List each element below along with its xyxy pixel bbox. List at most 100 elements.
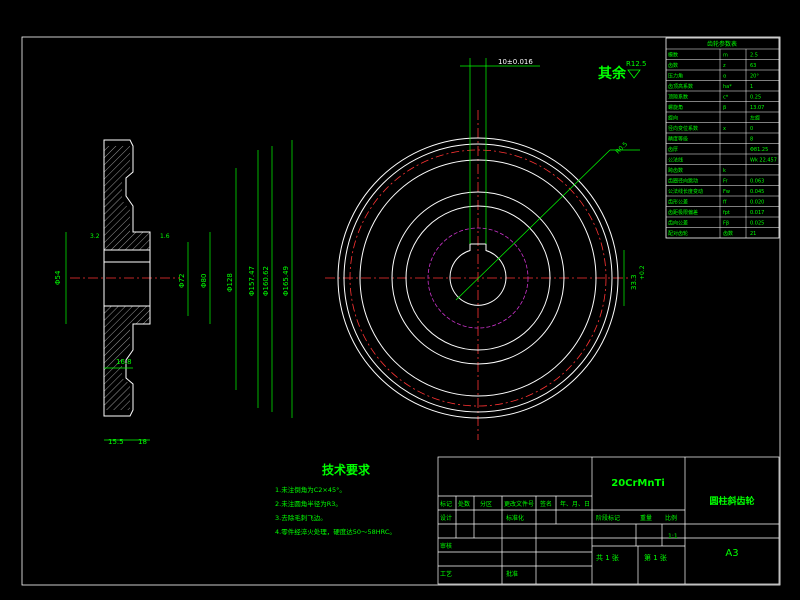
param-name: 螺旋角 — [668, 104, 683, 111]
process-label: 工艺 — [440, 570, 452, 578]
tech-req-item-1: 1.未注倒角为C2×45°。 — [275, 485, 346, 494]
param-symbol: ha* — [723, 84, 732, 90]
tech-req-title: 技术要求 — [322, 462, 371, 477]
param-name: 旋向 — [668, 115, 678, 122]
outer-circle-2 — [343, 143, 613, 413]
param-name: 齿向公差 — [668, 220, 688, 227]
tech-req-item-4: 4.零件经淬火处理，硬度达50～58HRC。 — [275, 527, 396, 536]
dim-d3: Φ128 — [226, 273, 234, 292]
param-name: 公法线 — [668, 157, 683, 164]
bore-with-keyway — [449, 243, 507, 306]
sheet-total: 共 1 张 — [596, 553, 619, 562]
tip-circle — [337, 137, 619, 419]
header-cell-1: 标记 — [440, 500, 452, 508]
param-symbol: α — [723, 74, 727, 80]
dim-keyway-width: 10±0.016 — [498, 58, 533, 66]
review-label: 审核 — [440, 542, 452, 550]
param-symbol: Fr — [723, 179, 729, 185]
param-name: 径向变位系数 — [668, 125, 698, 132]
title-block — [437, 456, 780, 585]
outer-frame — [21, 36, 781, 586]
header-cell-2: 处数 — [458, 500, 470, 508]
param-value: 2.5 — [750, 53, 758, 59]
dim-thickness-b: 18 — [138, 438, 147, 446]
dim-roughness-a: 3.2 — [90, 233, 100, 240]
param-value: 0.045 — [750, 189, 764, 195]
param-name: 跨齿数 — [668, 167, 683, 174]
roughness-value: R12.5 — [626, 60, 646, 68]
scale-label: 比例 — [665, 514, 677, 522]
dim-d6: Φ165.49 — [282, 266, 290, 296]
section-hatch-upper — [104, 146, 150, 250]
root-circle — [359, 159, 597, 397]
param-symbol: ff — [723, 200, 727, 206]
parameter-table-title: 齿轮参数表 — [707, 40, 737, 48]
param-symbol: β — [723, 105, 726, 111]
scale-value: 1:1 — [668, 533, 678, 540]
param-value: 0.020 — [750, 200, 764, 206]
param-value: 63 — [750, 63, 756, 69]
tech-req-item-2: 2.未注圆角半径为R3。 — [275, 499, 342, 508]
param-name: 齿厚 — [668, 147, 678, 153]
param-name: 齿距极限偏差 — [668, 209, 698, 216]
dim-d5: Φ160.62 — [262, 266, 270, 296]
roughness-label: 其余 — [598, 65, 627, 82]
section-view — [70, 139, 180, 417]
design-label: 设计 — [440, 514, 452, 522]
param-value: 0 — [750, 126, 753, 132]
sheet-no: 第 1 张 — [644, 553, 667, 562]
param-name: 公法线长度变动 — [668, 188, 703, 195]
header-cell-4: 更改文件号 — [504, 500, 534, 508]
section-dimensions — [65, 140, 293, 441]
param-value: 21 — [750, 231, 756, 237]
param-name: 齿数 — [668, 62, 678, 69]
param-symbol: Fw — [723, 189, 730, 195]
web-circle — [391, 191, 565, 365]
tech-req-item-3: 3.去除毛刺飞边。 — [275, 513, 327, 522]
param-name: 齿顶高系数 — [668, 83, 693, 90]
dim-key-note: R0.5 — [614, 141, 629, 156]
param-symbol: z — [723, 63, 726, 69]
sheet-size: A3 — [725, 548, 738, 559]
param-symbol: c* — [723, 95, 729, 101]
param-name: 顶隙系数 — [668, 94, 688, 101]
param-name: 配对齿轮 — [668, 230, 688, 237]
section-hatch-lower — [104, 306, 150, 410]
param-value: Wk 22.457 — [750, 158, 777, 164]
param-value: Φ81.25 — [750, 147, 768, 153]
material: 20CrMnTi — [611, 478, 665, 489]
param-value: 20° — [750, 74, 759, 80]
param-value: 0.25 — [750, 95, 761, 101]
param-symbol: 齿数 — [723, 230, 733, 237]
param-symbol: fpt — [723, 210, 730, 216]
param-name: 精度等级 — [668, 136, 688, 143]
dim-d1: Φ72 — [178, 274, 186, 288]
dim-roughness-b: 1.6 — [160, 233, 170, 240]
param-symbol: x — [723, 126, 726, 132]
dim-hub-dia: Φ54 — [54, 270, 62, 285]
param-value: 1 — [750, 84, 753, 90]
front-dimensions — [455, 58, 640, 306]
pitch-circle — [349, 149, 607, 407]
param-symbol: k — [723, 168, 726, 174]
hub-outer-circle — [405, 205, 551, 351]
header-cell-6: 年、月、日 — [560, 500, 590, 508]
front-view — [325, 110, 632, 440]
header-cell-5: 签名 — [540, 500, 552, 508]
param-value: 13.07 — [750, 105, 764, 111]
param-name: 齿形公差 — [668, 199, 688, 206]
mark-label: 阶段标记 — [596, 514, 620, 522]
param-value: 0.063 — [750, 179, 764, 185]
roughness-symbol-icon — [627, 69, 641, 79]
approve-label: 批准 — [506, 570, 518, 578]
header-cell-3: 分区 — [480, 500, 492, 508]
dim-d4: Φ157.47 — [248, 266, 256, 296]
dim-keyway-depth: 33.3 — [630, 274, 638, 290]
param-value: 0.025 — [750, 221, 764, 227]
param-name: 齿圈径向跳动 — [668, 178, 698, 185]
dim-rim-a: 16.8 — [116, 358, 132, 366]
weight-label: 重量 — [640, 514, 652, 522]
dim-d2: Φ80 — [200, 274, 208, 288]
